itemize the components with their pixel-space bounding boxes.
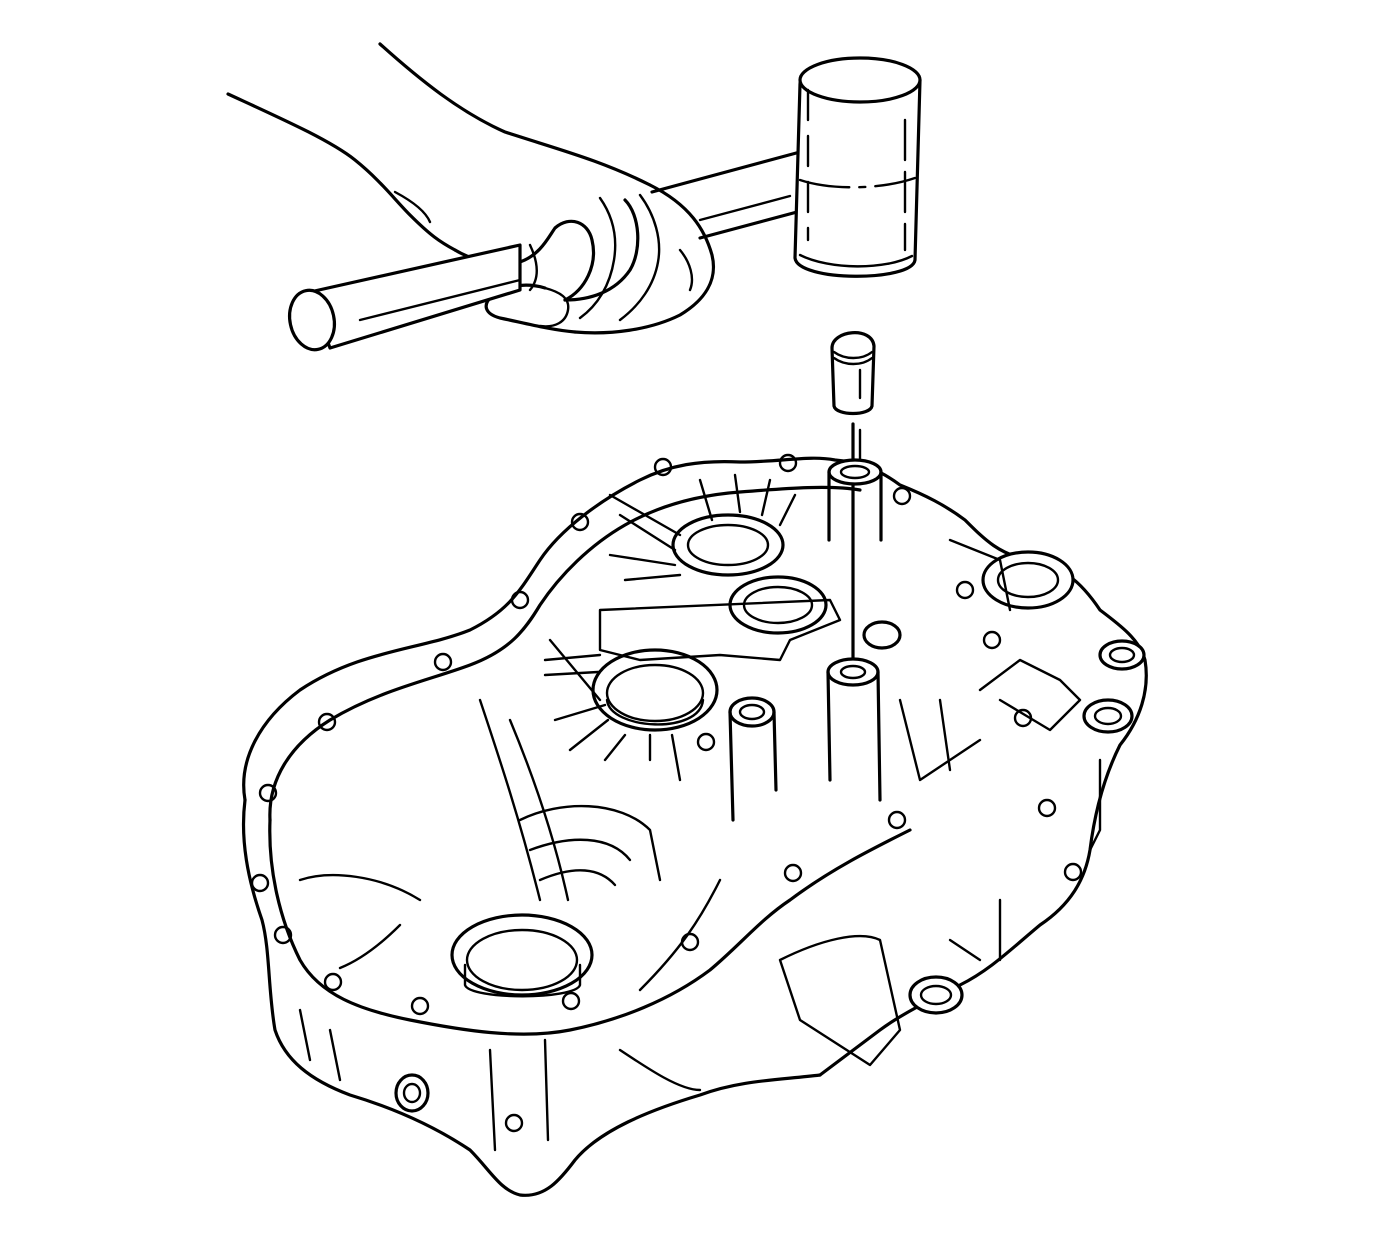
transaxle-case	[241, 453, 1148, 1197]
bolt-holes	[250, 453, 1083, 1133]
bearing-bores	[394, 513, 1075, 1113]
bosses	[728, 458, 1146, 822]
installer-pin	[830, 331, 876, 670]
ribs	[298, 473, 1102, 1152]
mallet	[287, 56, 922, 352]
